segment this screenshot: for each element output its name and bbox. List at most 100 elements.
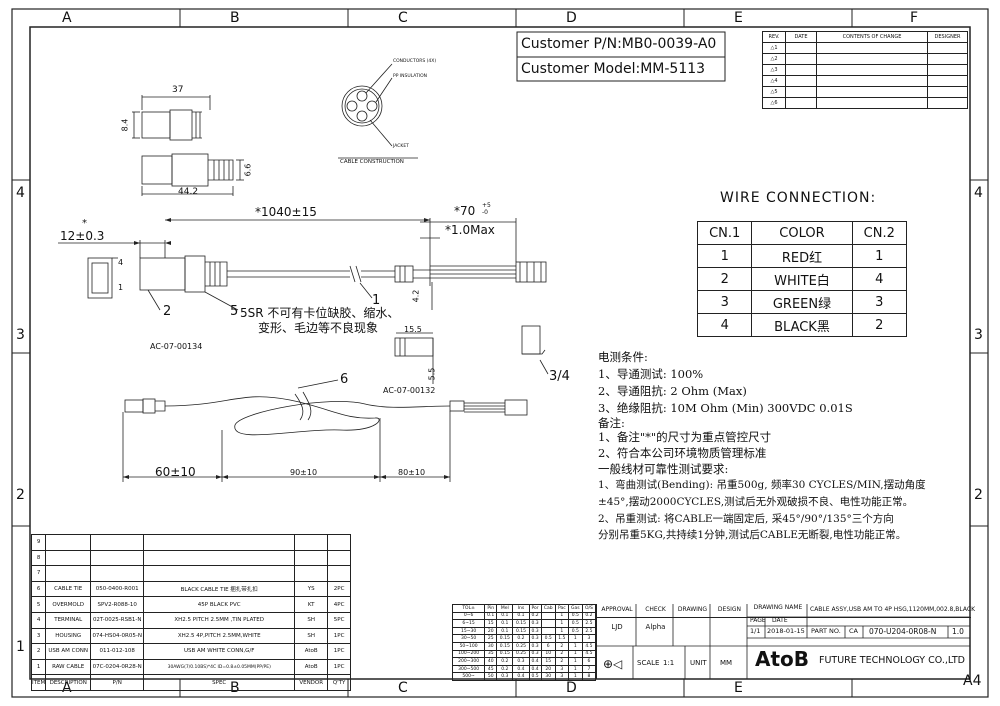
tol-cell: 20 [540,664,556,674]
bom-description: USB AM CONN [45,643,92,660]
tol-cell: 6 [540,641,556,651]
customer-part-number: Customer P/N:MB0-0039-A0 [521,36,717,52]
tol-cell: 50~100 [451,641,486,651]
rev-triangle: △1 [762,42,786,54]
tol-cell: 3 [581,634,597,643]
tol-cell: 0.2 [581,611,597,621]
dim-1040: *1040±15 [255,205,317,219]
dim-8-4: 8.4 [120,118,130,132]
tol-cell: 0.3 [528,626,542,636]
bom-item: 1 [30,658,47,676]
bom-qty: 1PC [327,643,351,660]
ac-07-00132: AC-07-00132 [383,386,436,395]
drawing-label: DRAWING [677,606,708,613]
scale-value: 1:1 [663,659,675,667]
tol-cell: 0.3 [496,672,514,681]
border-letter-d-top: D [566,10,577,26]
dim-15-5: 15.5 [404,325,422,334]
title-block: APPROVAL CHECK DRAWING DESIGN DRAWING NA… [596,604,981,688]
dim-90: 90±10 [290,468,318,477]
tol-cell: 2 [554,657,569,666]
tol-header: TOL± [451,604,486,613]
tol-cell: 30~50 [451,634,486,643]
tol-cell: 0.25 [512,641,530,651]
tol-cell: 1 [567,649,583,659]
bom-pn: SPV2-R088-10 [90,596,145,613]
sr-note-line-1: 5SR 不可有卡位缺胶、缩水、 [240,306,400,320]
border-number-2-right: 2 [974,487,983,503]
bom-item: 5 [30,596,47,613]
callout-1: 1 [372,293,381,308]
bom-pn: 011-012-108 [90,643,145,660]
tol-cell: 0.15 [496,649,514,659]
bom-spec: 30AWG(7/0.10BS)*4C ID=0.8±0.05MM(PP/PE) [143,658,296,676]
tol-cell: 4.5 [581,649,597,659]
bom-header-pn: P/N [90,674,145,691]
bom-spec: BLACK CABLE TIE 捆扎带扎扣 [143,580,296,598]
tol-header: Cab [540,604,556,613]
bom-vendor: SH [294,627,329,645]
tol-cell: 0.3 [528,634,542,643]
bom-description: TERMINAL [45,611,92,629]
bom-spec: USB AM WHITE CONN,G/F [143,643,296,660]
bom-header-vendor: VENDOR [294,674,329,691]
callout-2: 2 [163,304,172,319]
bom-description: RAW CABLE [45,658,92,676]
tol-cell [540,611,556,621]
tol-cell [540,626,556,636]
tol-cell: 0.3 [528,649,542,659]
border-letter-c-bottom: C [398,680,408,696]
rev-triangle: △3 [762,64,786,76]
page-label: PAGE [750,617,766,624]
wc-cell: BLACK黑 [751,313,853,337]
drawing-name-label: DRAWING NAME [753,604,803,611]
bom-vendor: SH [294,611,329,629]
wc-cell: 2 [851,313,908,337]
tol-cell: 7 [581,664,597,674]
note-line: 一般线材可靠性测试要求: [598,462,729,476]
tol-cell: 0.2 [512,634,530,643]
border-letter-e-top: E [734,10,743,26]
bom-description: HOUSING [45,627,92,645]
bom-item: 2 [30,643,47,660]
sr-note-line-2: 变形、毛边等不良现象 [258,321,379,335]
bom-vendor: AtoB [294,658,329,676]
customer-model: Customer Model:MM-5113 [521,61,706,77]
tol-cell: 1.5 [554,634,569,643]
tol-cell: 0.15 [496,641,514,651]
note-line: 2、导通阻抗: 2 Ohm (Max) [598,384,747,398]
dim-80: 80±10 [398,468,426,477]
date-label: DATE [772,617,788,624]
tol-cell: 6 [581,657,597,666]
bom-qty: 2PC [327,580,351,598]
note-line: ±45°,摆动2000CYCLES,测试后无外观破损不良、电性功能正常。 [598,496,914,508]
tol-cell: 1 [567,657,583,666]
dim-44-2: 44.2 [178,187,199,197]
tol-cell: 1 [554,619,569,628]
dim-4-2: 4.2 [411,289,421,303]
unit-value: MM [720,659,733,667]
insulation-label: PP INSULATION [393,74,428,79]
tol-cell: 2.5 [581,619,597,628]
bom-spec: XH2.5 PITCH 2.5MM ,TIN PLATED [143,611,296,629]
border-number-2-left: 2 [16,487,25,503]
tol-cell: 0.4 [512,664,530,674]
bom-header-description: DESCRIPTION [45,674,92,691]
wc-cell: WHITE白 [751,267,853,291]
tol-cell: 40 [484,657,498,666]
bom-vendor: AtoB [294,643,329,660]
note-line: 1、备注"*"的尺寸为重点管控尺寸 [598,430,772,444]
rev-header: REV. [762,31,786,43]
tol-cell: 0.25 [512,649,530,659]
tol-cell: 15~30 [451,626,486,636]
tol-cell: 1 [554,611,569,621]
tol-cell: 0.3 [528,641,542,651]
tol-cell: 0.5 [528,672,542,681]
tol-cell: 0.4 [528,664,542,674]
bom-pn: 02T-0025-RSB1-N [90,611,145,629]
tol-cell: 20 [484,626,498,636]
note-line: 电测条件: [598,350,648,364]
